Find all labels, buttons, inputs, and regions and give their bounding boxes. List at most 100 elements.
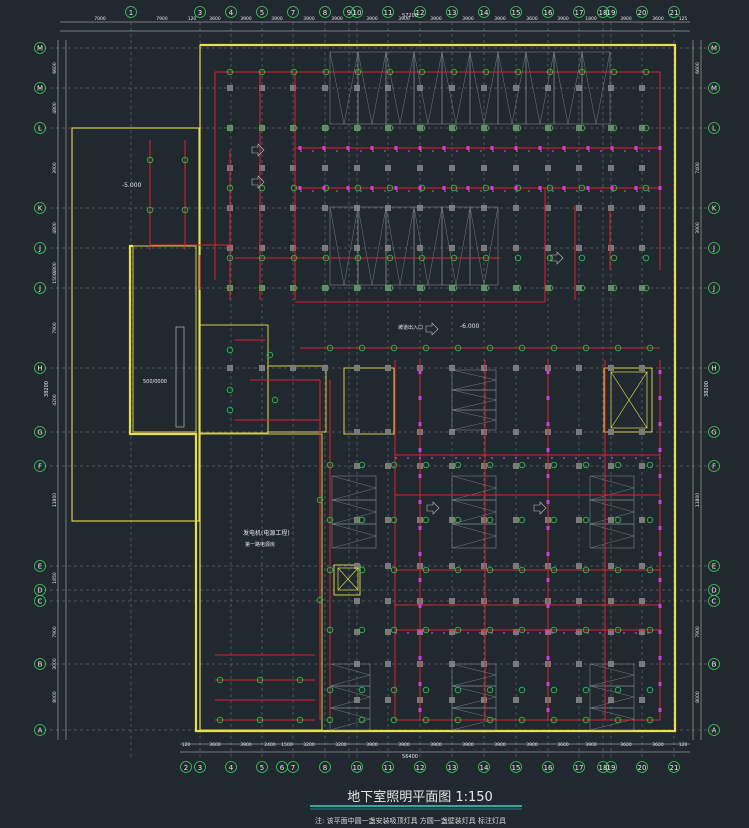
emergency-light	[658, 146, 662, 150]
ceiling-lamp	[422, 516, 430, 524]
ceiling-lamp	[390, 516, 398, 524]
axis-label-top: 9	[347, 9, 351, 17]
axis-bubble-right	[708, 724, 720, 736]
direction-arrow	[425, 322, 439, 336]
emergency-light	[658, 578, 662, 582]
emergency-light	[466, 146, 470, 150]
column	[322, 245, 328, 251]
column	[385, 661, 391, 667]
column	[385, 125, 391, 131]
ceiling-lamp	[266, 351, 274, 359]
dim-text-bottom: 3900	[430, 742, 442, 748]
room-generator-label: 发电机(电源工程)	[243, 529, 290, 537]
emergency-light	[658, 708, 662, 712]
emergency-light	[562, 146, 566, 150]
emergency-light	[546, 578, 550, 582]
axis-label-right: B	[712, 661, 717, 669]
ceiling-lamp	[550, 516, 558, 524]
emergency-light	[658, 396, 662, 400]
column	[354, 463, 360, 469]
dim-text-top: 3900	[240, 16, 252, 22]
emergency-light	[418, 604, 422, 608]
stall-hatch	[399, 51, 415, 125]
column	[639, 245, 645, 251]
axis-bubble-left	[34, 460, 46, 472]
column	[417, 165, 423, 171]
ceiling-lamp	[354, 124, 362, 132]
dim-text-bottom: 3200	[335, 742, 347, 748]
dim-text-top: 3600	[209, 16, 221, 22]
axis-label-bottom: 12	[416, 764, 425, 772]
stall-hatch	[451, 389, 497, 401]
ceiling-lamp	[486, 566, 494, 574]
axis-label-top: 19	[607, 9, 616, 17]
ceiling-lamp	[390, 344, 398, 352]
axis-bubble-bottom	[478, 761, 490, 773]
ceiling-lamp	[226, 124, 234, 132]
column	[385, 165, 391, 171]
dim-text-right: 8000	[695, 691, 701, 703]
ceiling-lamp	[422, 626, 430, 634]
ceiling-lamp	[418, 68, 426, 76]
ceiling-lamp	[614, 566, 622, 574]
stall-hatch	[553, 51, 569, 125]
column	[354, 517, 360, 523]
column	[385, 365, 391, 371]
stall-hatch	[581, 51, 597, 125]
dim-text-bottom-total: 56400	[402, 754, 418, 760]
column	[481, 125, 487, 131]
dim-text-top-total: 57200	[402, 13, 418, 19]
ceiling-lamp	[582, 516, 590, 524]
axis-label-top: 3	[198, 9, 202, 17]
emergency-light	[658, 630, 662, 634]
stall-hatch	[343, 51, 359, 125]
column	[545, 285, 551, 291]
axis-label-bottom: 7	[291, 764, 295, 772]
column	[449, 563, 455, 569]
stall-hatch	[589, 499, 635, 513]
drawing-note: 注: 该平面中圆一盏安装吸顶灯具 方圆一盏壁装灯具 标注灯具	[315, 817, 507, 825]
column	[417, 245, 423, 251]
dim-text-top: 3900	[271, 16, 283, 22]
emergency-light	[418, 146, 422, 150]
ceiling-lamp	[358, 461, 366, 469]
column	[290, 285, 296, 291]
axis-bubble-bottom	[597, 761, 609, 773]
stall-hatch	[589, 674, 635, 687]
axis-label-top: 7	[291, 9, 295, 17]
axis-label-right: M	[711, 85, 717, 93]
dim-text-bottom: 1500	[281, 742, 293, 748]
column	[545, 205, 551, 211]
lamp-fixtures	[146, 68, 662, 724]
ceiling-lamp	[422, 566, 430, 574]
ceiling-lamp	[226, 254, 234, 262]
axis-label-right: G	[711, 429, 716, 437]
direction-arrow	[251, 175, 265, 189]
dim-text-bottom: 3200	[303, 742, 315, 748]
ceiling-lamp	[322, 124, 330, 132]
ceiling-lamp	[646, 344, 654, 352]
emergency-light	[418, 708, 422, 712]
room-left-label: 500/0000	[143, 379, 167, 385]
column	[576, 563, 582, 569]
column	[385, 629, 391, 635]
axis-bubble-top	[287, 6, 299, 18]
dim-text-bottom: 120	[679, 742, 688, 748]
ceiling-lamp	[514, 284, 522, 292]
dim-text-right: 7900	[695, 626, 701, 638]
axis-bubble-top	[597, 6, 609, 18]
axis-bubble-bottom	[510, 761, 522, 773]
emergency-light	[298, 186, 302, 190]
axis-bubble-top	[573, 6, 585, 18]
axis-label-right: M	[711, 45, 717, 53]
ceiling-lamp	[450, 284, 458, 292]
column	[290, 85, 296, 91]
axis-bubble-bottom	[225, 761, 237, 773]
ceiling-lamp	[226, 346, 234, 354]
emergency-light	[418, 500, 422, 504]
column	[417, 85, 423, 91]
emergency-light	[418, 422, 422, 426]
ceiling-lamp	[290, 184, 298, 192]
